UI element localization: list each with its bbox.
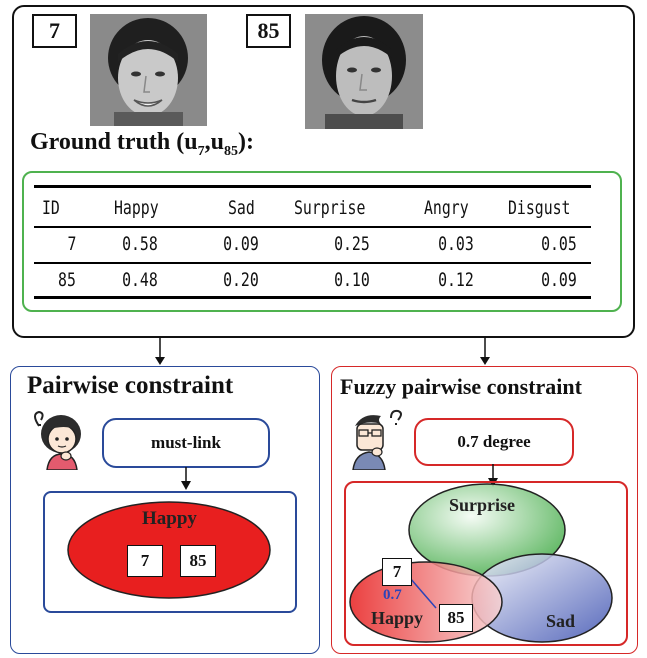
sample-id-7: 7 [127, 545, 163, 577]
table-header-disgust: Disgust [508, 197, 571, 219]
table-cell-disgust: 0.09 [541, 269, 577, 291]
fuzzy-pairwise-constraint-panel [331, 366, 638, 654]
fuzzy-degree-constraint-box: 0.7 degree [414, 418, 574, 466]
arrow-down-icon [181, 467, 191, 490]
sad-set-label: Sad [546, 611, 576, 631]
table-top-rule [34, 185, 591, 188]
table-cell-happy: 0.48 [122, 269, 158, 291]
table-cell-angry: 0.03 [438, 233, 474, 255]
sample-id-85: 85 [439, 604, 473, 632]
must-link-cluster-box [43, 491, 297, 613]
table-header-rule [34, 226, 591, 228]
table-header-happy: Happy [114, 197, 159, 219]
table-cell-surprise: 0.25 [334, 233, 370, 255]
table-cell-id: 7 [67, 233, 76, 255]
sample-id-7: 7 [382, 558, 412, 586]
happy-cluster-ellipse [67, 501, 271, 599]
fuzzy-cluster-box [344, 481, 628, 646]
table-cell-disgust: 0.05 [541, 233, 577, 255]
happy-set-label: Happy [371, 608, 424, 628]
thinking-girl-icon [34, 410, 81, 470]
sample-id-85: 85 [180, 545, 216, 577]
ground-truth-panel [12, 5, 635, 338]
happy-set-ellipse [349, 561, 503, 643]
id-label-a: 7 [32, 14, 77, 48]
fuzzy-weight-label: 0.7 [383, 587, 402, 603]
table-bottom-rule [34, 296, 591, 299]
table-cell-id: 85 [58, 269, 76, 291]
pairwise-constraint-panel [10, 366, 320, 654]
id-label-b: 85 [246, 14, 291, 48]
table-cell-surprise: 0.10 [334, 269, 370, 291]
table-header-surprise: Surprise [294, 197, 366, 219]
table-cell-sad: 0.20 [223, 269, 259, 291]
pairwise-constraint-title: Pairwise constraint [27, 372, 234, 399]
arrow-down-icon [480, 336, 490, 365]
ground-truth-title: Ground truth (u7,u85): [30, 129, 254, 159]
table-header-sad: Sad [228, 197, 255, 219]
surprise-set-label: Surprise [449, 495, 516, 515]
table-row-rule [34, 262, 591, 264]
must-link-constraint-box: must-link [102, 418, 270, 468]
fuzzy-pairwise-constraint-title: Fuzzy pairwise constraint [340, 374, 582, 399]
table-cell-happy: 0.58 [122, 233, 158, 255]
thinking-man-icon [352, 409, 402, 470]
face-image-subject-7 [90, 14, 207, 126]
table-cell-sad: 0.09 [223, 233, 259, 255]
table-header-id: ID [42, 197, 60, 219]
table-header-angry: Angry [424, 197, 469, 219]
happy-cluster-label: Happy [142, 508, 197, 529]
face-image-subject-85 [305, 14, 423, 129]
arrow-down-icon [155, 336, 165, 365]
ground-truth-table-box [22, 171, 622, 312]
table-cell-angry: 0.12 [438, 269, 474, 291]
